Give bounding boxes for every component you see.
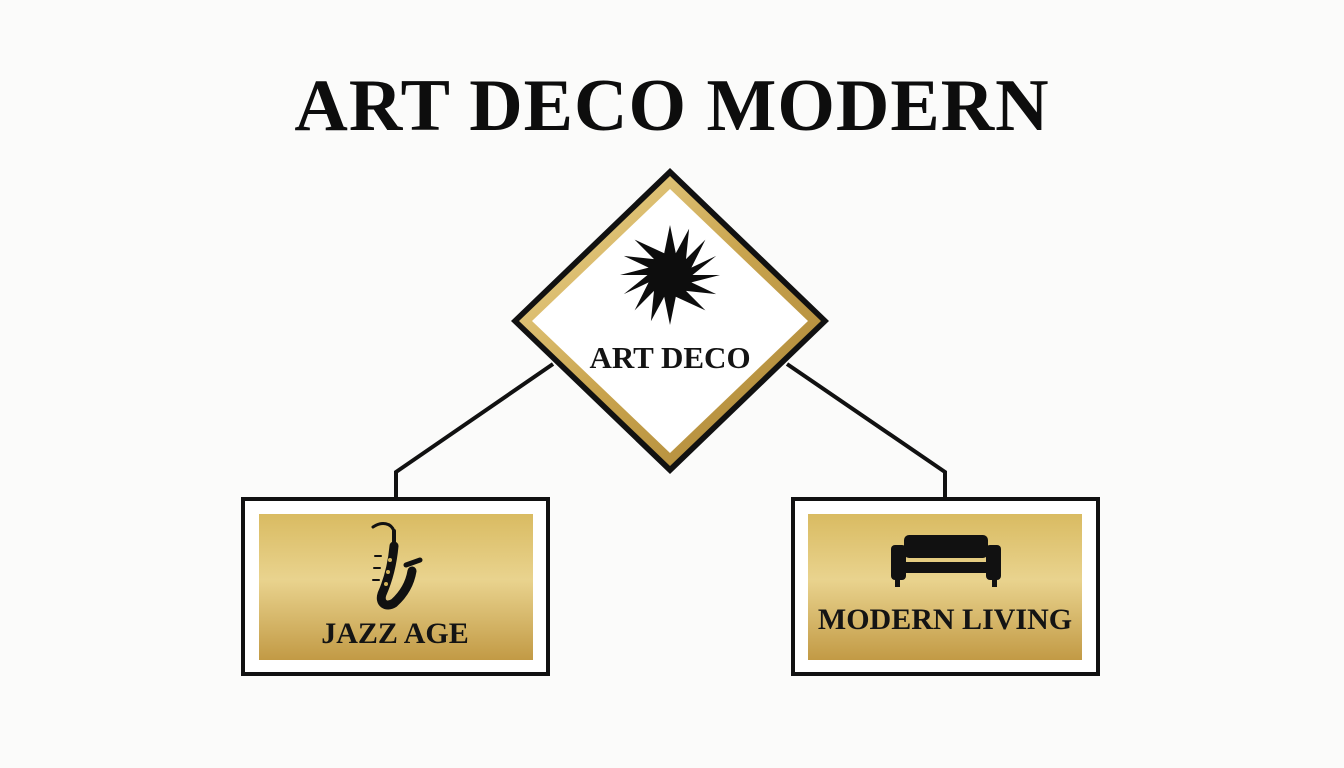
root-node-label: ART DECO xyxy=(589,340,751,375)
modern-living-node xyxy=(791,497,1100,676)
root-node xyxy=(511,168,829,474)
sofa-icon xyxy=(891,535,1001,587)
saxophone-icon xyxy=(371,522,423,610)
starburst-icon xyxy=(620,225,720,325)
jazz-age-node xyxy=(241,497,550,676)
connector-right xyxy=(785,362,947,502)
modern-living-label: MODERN LIVING xyxy=(817,603,1073,636)
connector-left xyxy=(394,362,555,502)
jazz-age-label: JAZZ AGE xyxy=(321,617,469,650)
diagram-title: ART DECO MODERN xyxy=(294,65,1050,147)
